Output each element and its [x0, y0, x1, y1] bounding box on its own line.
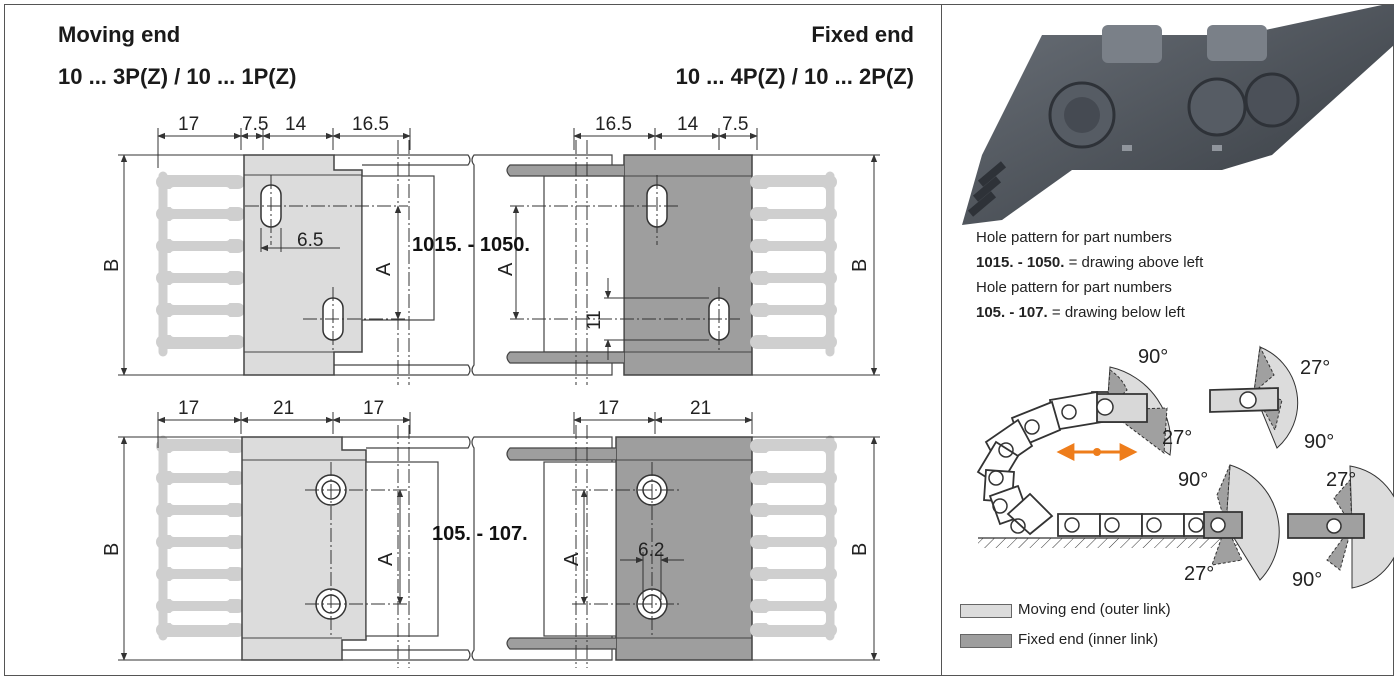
angle-label-5: 90° — [1178, 469, 1208, 491]
bottom-hole-dia-label: 6.2 — [638, 540, 664, 561]
legend-moving-end: Moving end (outer link) — [1018, 601, 1171, 618]
note-line-2-text: = drawing above left — [1064, 254, 1204, 271]
legend-fixed-end: Fixed end (inner link) — [1018, 631, 1159, 648]
fixed-end-title: Fixed end — [811, 22, 914, 47]
panel-divider — [941, 4, 942, 676]
product-photo — [962, 5, 1394, 225]
note-part-range-1: 1015. - 1050. — [976, 254, 1065, 271]
angle-label-2: 27° — [1300, 357, 1330, 379]
bottom-label-b-left: B — [101, 543, 123, 556]
top-label-b-right: B — [849, 259, 871, 272]
top-dim-7-5: 7.5 — [242, 114, 268, 135]
angle-label-3: 27° — [1162, 427, 1192, 449]
top-dim-14: 14 — [285, 114, 307, 135]
angle-label-6: 27° — [1326, 469, 1356, 491]
legend-swatch-fixed — [960, 634, 1012, 648]
bottom-label-b-right: B — [849, 543, 871, 556]
moving-end-title: Moving end — [58, 22, 181, 47]
top-dim-right-14: 14 — [677, 114, 699, 135]
angle-label-8: 90° — [1292, 569, 1322, 591]
bottom-label-a-left: A — [375, 552, 397, 566]
top-dim-right-16-5: 16.5 — [595, 114, 632, 135]
top-dim-right-7-5: 7.5 — [722, 114, 748, 135]
top-label-b-left: B — [101, 259, 123, 272]
top-drawing: 17 7.5 14 16.5 16.5 14 7.5 6.5 11 1015. … — [101, 114, 880, 385]
bottom-dim-17: 17 — [178, 398, 199, 419]
bottom-center-label: 105. - 107. — [432, 523, 528, 545]
angle-label-4: 90° — [1304, 431, 1334, 453]
bottom-dim-17b: 17 — [363, 398, 384, 419]
angle-label-7: 27° — [1184, 563, 1214, 585]
note-line-1: Hole pattern for part numbers — [976, 229, 1172, 246]
bottom-dim-right-21: 21 — [690, 398, 711, 419]
bottom-dim-right-17: 17 — [598, 398, 619, 419]
note-line-4: 105. - 107. = drawing below left — [976, 304, 1185, 321]
top-dim-17: 17 — [178, 114, 199, 135]
note-line-2: 1015. - 1050. = drawing above left — [976, 254, 1203, 271]
bottom-moving-link — [241, 436, 367, 661]
top-fixed-link — [623, 154, 753, 376]
angle-label-1: 90° — [1138, 346, 1168, 368]
legend-swatch-moving — [960, 604, 1012, 618]
top-center-label: 1015. - 1050. — [412, 234, 530, 256]
bottom-drawing: 17 21 17 17 21 6.2 105. - 107. A A B B — [101, 398, 880, 668]
chain-motion-diagram: 90° 27° 27° 90° 90° 27° 27° 90° — [976, 345, 1394, 591]
top-label-a-right: A — [495, 262, 517, 276]
bottom-fixed-link — [615, 436, 753, 661]
note-line-4-text: = drawing below left — [1047, 304, 1185, 321]
top-left-fingers — [156, 171, 245, 357]
top-dim-16-5: 16.5 — [352, 114, 389, 135]
technical-drawing: 17 7.5 14 16.5 16.5 14 7.5 6.5 11 1015. … — [101, 114, 880, 668]
top-moving-link — [243, 154, 363, 376]
moving-end-series: 10 ... 3P(Z) / 10 ... 1P(Z) — [58, 64, 297, 89]
note-part-range-2: 105. - 107. — [976, 304, 1048, 321]
top-slot-width-label: 6.5 — [297, 230, 323, 251]
top-label-a-left: A — [373, 262, 395, 276]
bottom-label-a-right: A — [561, 552, 583, 566]
top-slot-height-label: 11 — [584, 310, 605, 330]
note-line-3: Hole pattern for part numbers — [976, 279, 1172, 296]
bottom-dim-21: 21 — [273, 398, 294, 419]
fixed-end-series: 10 ... 4P(Z) / 10 ... 2P(Z) — [675, 64, 914, 89]
figure-frame — [4, 4, 1394, 676]
